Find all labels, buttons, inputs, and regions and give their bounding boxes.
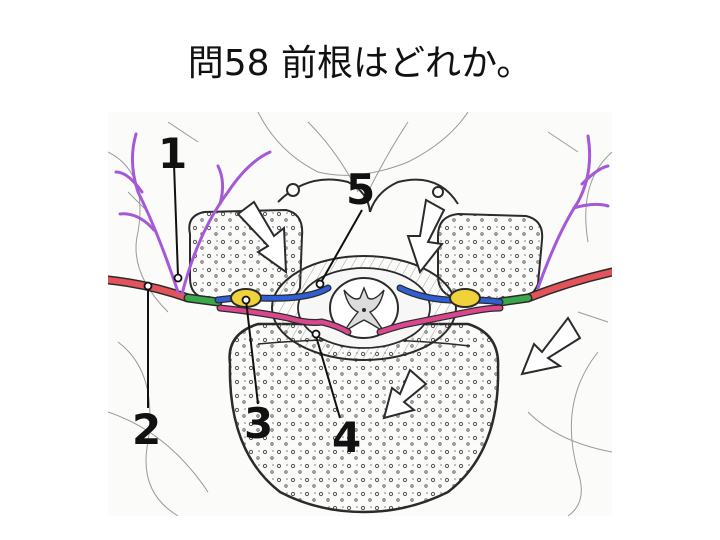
spinal-cross-section-figure: 1 2 3 4 5 [108, 112, 612, 516]
spinal-cord [329, 277, 399, 339]
dorsal-rami [114, 132, 610, 296]
junction-left [185, 295, 221, 305]
label-3: 3 [244, 399, 273, 448]
background-tissue [108, 112, 612, 516]
leader-lines [147, 163, 363, 419]
anatomy-illustration: 1 2 3 4 5 [108, 112, 612, 516]
ventral-root-right [377, 305, 503, 335]
spinous-process-top [277, 178, 459, 213]
label-5: 5 [346, 165, 375, 214]
answer-labels: 1 2 3 4 5 [132, 129, 375, 462]
ventral-root-left [217, 305, 351, 335]
label-4: 4 [332, 413, 361, 462]
label-1: 1 [158, 129, 187, 178]
upper-bone-right [437, 212, 544, 302]
nerve-roots [108, 132, 612, 336]
pointer-arrows [236, 198, 582, 420]
slide-title: 問58 前根はどれか。 [187, 43, 533, 84]
leader-dots [143, 273, 325, 339]
label-2: 2 [132, 405, 161, 454]
ganglion-right [449, 288, 481, 308]
junction-right [497, 295, 531, 305]
vertebral-body [228, 322, 500, 514]
